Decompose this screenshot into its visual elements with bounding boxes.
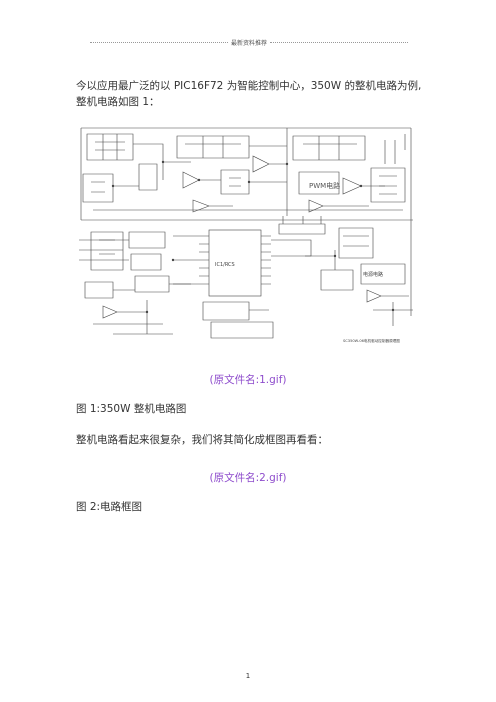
page-number: 1 [245, 672, 251, 680]
header-dots-left [90, 41, 228, 43]
header-dots-right [270, 41, 409, 43]
schematic-title: SC350W-06电机驱动控制器原理图 [343, 338, 400, 343]
figure1-source-link[interactable]: (原文件名:1.gif) [209, 374, 287, 386]
figure2-source-link[interactable]: (原文件名:2.gif) [209, 472, 287, 484]
power-label: 电源电路 [363, 271, 383, 278]
figure2-caption: 图 2:电路框图 [76, 501, 143, 513]
circuit-diagram-figure: IC1/RCS PWM电路 电源电路 SC350W-06电机驱动控制器原理图 [73, 120, 419, 346]
header-title: 最新资料推荐 [231, 39, 268, 47]
circuit-schematic: IC1/RCS PWM电路 电源电路 SC350W-06电机驱动控制器原理图 [79, 127, 413, 343]
intro-paragraph: 今以应用最广泛的以 PIC16F72 为智能控制中心，350W 的整机电路为例,… [76, 80, 422, 108]
mid-paragraph: 整机电路看起来很复杂，我们将其简化成框图再看看： [76, 434, 328, 446]
mcu-label: IC1/RCS [215, 262, 235, 268]
page-header: 最新资料推荐 [90, 37, 409, 47]
figure1-caption: 图 1:350W 整机电路图 [76, 403, 187, 415]
pwm-label: PWM电路 [309, 181, 340, 190]
